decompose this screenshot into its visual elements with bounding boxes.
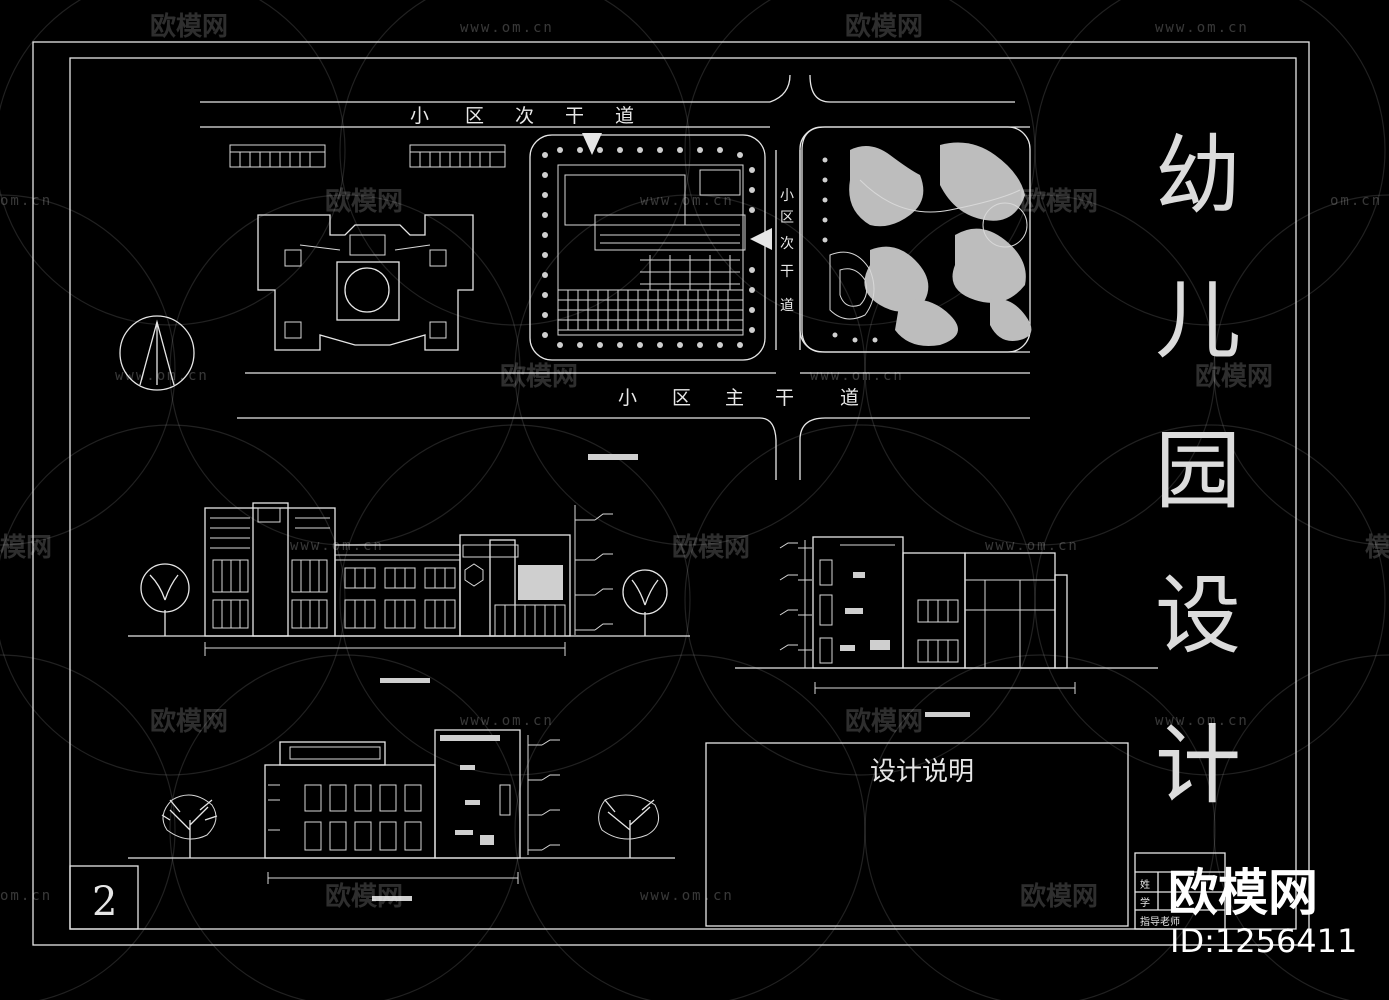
svg-text:次: 次 bbox=[780, 236, 794, 252]
park-site-block bbox=[799, 126, 1032, 353]
svg-text:儿: 儿 bbox=[1155, 271, 1241, 371]
svg-text:姓: 姓 bbox=[1140, 878, 1150, 891]
svg-text:小: 小 bbox=[780, 188, 794, 204]
kindergarten-site-block bbox=[529, 133, 772, 361]
drawing-title: 幼 儿 园 设 计 bbox=[1155, 126, 1241, 816]
brand-logo-text: 欧模网 bbox=[1168, 864, 1318, 922]
svg-text:欧模网: 欧模网 bbox=[1020, 881, 1098, 912]
tree-icon bbox=[622, 569, 668, 636]
svg-text:道: 道 bbox=[840, 387, 859, 409]
sheet-number: 2 bbox=[92, 879, 117, 925]
sheet-number-box: 2 bbox=[69, 865, 139, 930]
rear-elevation bbox=[128, 729, 675, 901]
svg-text:小: 小 bbox=[410, 105, 429, 127]
north-arrow-icon bbox=[119, 315, 195, 391]
tree-icon bbox=[140, 563, 190, 636]
svg-text:干: 干 bbox=[780, 264, 794, 280]
svg-text:园: 园 bbox=[1155, 421, 1241, 521]
road-label-secondary-side: 小 区 次 干 道 bbox=[780, 188, 794, 314]
svg-text:www.om.cn: www.om.cn bbox=[460, 713, 554, 729]
svg-text:www.om.cn: www.om.cn bbox=[985, 538, 1079, 554]
svg-text:om.cn: om.cn bbox=[1330, 193, 1382, 209]
svg-text:www.om.cn: www.om.cn bbox=[1155, 20, 1249, 36]
svg-text:模网: 模网 bbox=[0, 533, 52, 563]
svg-text:www.om.cn: www.om.cn bbox=[640, 888, 734, 904]
watermark-labels: 欧模网 欧模网 www.om.cn www.om.cn om.cn 欧模网 ww… bbox=[0, 11, 1389, 912]
entrance-marker-icon bbox=[582, 133, 602, 155]
svg-text:欧模网: 欧模网 bbox=[1195, 361, 1273, 392]
south-elevation bbox=[128, 454, 690, 683]
svg-text:区: 区 bbox=[780, 210, 794, 226]
drawing-frame bbox=[32, 41, 1310, 946]
svg-text:模网: 模网 bbox=[1365, 533, 1389, 563]
svg-text:www.om.cn: www.om.cn bbox=[810, 368, 904, 384]
svg-text:指导老师: 指导老师 bbox=[1140, 915, 1180, 928]
tree-icon bbox=[598, 794, 660, 858]
svg-text:www.om.cn: www.om.cn bbox=[640, 193, 734, 209]
svg-text:欧模网: 欧模网 bbox=[845, 706, 923, 737]
svg-text:计: 计 bbox=[1155, 716, 1241, 816]
svg-text:www.om.cn: www.om.cn bbox=[1155, 713, 1249, 729]
site-plan: 小 区 次 干 道 小 区 次 干 道 小 区 主 干 道 bbox=[119, 74, 1032, 480]
svg-text:欧模网: 欧模网 bbox=[845, 11, 923, 42]
apartment-building-plan bbox=[257, 214, 474, 351]
svg-text:干: 干 bbox=[775, 387, 794, 409]
svg-text:欧模网: 欧模网 bbox=[1020, 186, 1098, 217]
svg-text:区: 区 bbox=[465, 105, 484, 127]
svg-text:设: 设 bbox=[1155, 566, 1241, 666]
bench-symbols bbox=[229, 144, 506, 168]
svg-text:欧模网: 欧模网 bbox=[150, 706, 228, 737]
svg-text:www.om.cn: www.om.cn bbox=[460, 20, 554, 36]
brand-overlay: 欧模网 ID:1256411 bbox=[1168, 864, 1357, 960]
tree-icon bbox=[161, 794, 218, 858]
svg-text:欧模网: 欧模网 bbox=[325, 881, 403, 912]
design-notes-box: 设计说明 bbox=[705, 742, 1129, 927]
svg-text:道: 道 bbox=[615, 105, 634, 127]
svg-text:道: 道 bbox=[780, 298, 794, 314]
svg-text:欧模网: 欧模网 bbox=[325, 186, 403, 217]
svg-text:干: 干 bbox=[565, 105, 584, 127]
svg-text:幼: 幼 bbox=[1155, 126, 1241, 226]
side-section bbox=[735, 536, 1158, 717]
title-block: 姓 学 指导老师 bbox=[1134, 852, 1226, 930]
svg-text:主: 主 bbox=[725, 387, 744, 409]
svg-text:小: 小 bbox=[618, 387, 637, 409]
design-notes-heading: 设计说明 bbox=[870, 757, 974, 787]
road-label-main: 小 区 主 干 道 bbox=[618, 387, 859, 409]
svg-text:om.cn: om.cn bbox=[0, 888, 52, 904]
svg-text:学: 学 bbox=[1140, 896, 1150, 909]
svg-text:欧模网: 欧模网 bbox=[500, 361, 578, 392]
svg-text:次: 次 bbox=[515, 105, 534, 127]
entrance-marker-icon bbox=[750, 228, 772, 250]
svg-text:www.om.cn: www.om.cn bbox=[290, 538, 384, 554]
svg-text:www.om.cn: www.om.cn bbox=[115, 368, 209, 384]
asset-id-label: ID:1256411 bbox=[1170, 922, 1357, 960]
svg-text:om.cn: om.cn bbox=[0, 193, 52, 209]
road-label-secondary-top: 小 区 次 干 道 bbox=[410, 105, 634, 127]
svg-text:区: 区 bbox=[672, 387, 691, 409]
svg-text:欧模网: 欧模网 bbox=[150, 11, 228, 42]
svg-text:欧模网: 欧模网 bbox=[672, 532, 750, 563]
